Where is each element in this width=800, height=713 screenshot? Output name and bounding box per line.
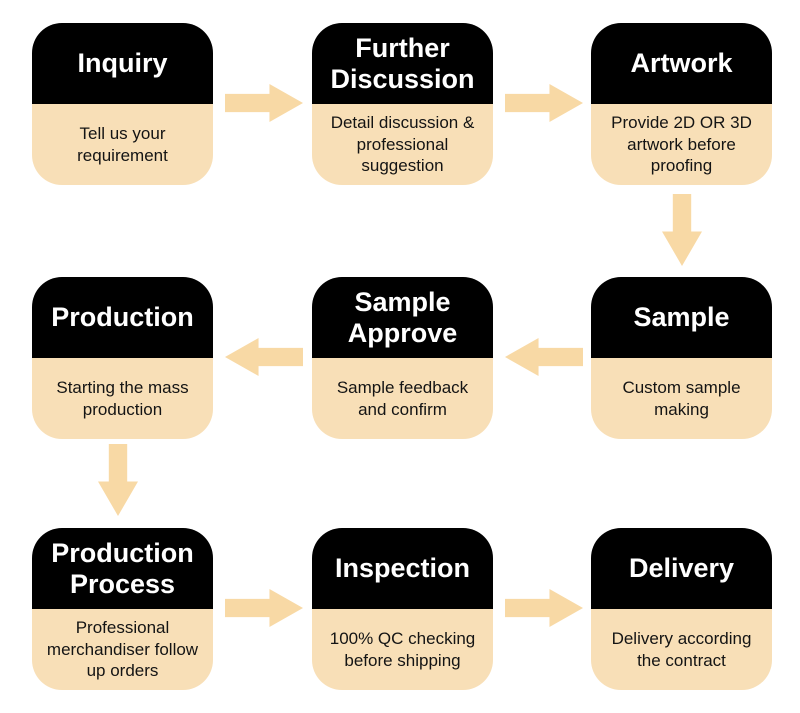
arrow-right-icon	[505, 589, 583, 627]
step-title: Sample	[633, 302, 730, 333]
step-title: Inspection	[334, 553, 470, 584]
step-title-panel: Production	[32, 277, 213, 358]
flow-step-inspection: Inspection 100% QC checking before shipp…	[312, 528, 493, 690]
arrow-right-icon	[225, 84, 303, 122]
arrow-down-icon	[662, 194, 702, 266]
arrow-left-icon	[225, 338, 303, 376]
step-title-panel: Inspection	[312, 528, 493, 609]
arrow-down-icon	[98, 444, 138, 516]
step-title-panel: Sample Approve	[312, 277, 493, 358]
step-title: Inquiry	[77, 48, 168, 79]
step-title-panel: Further Discussion	[312, 23, 493, 104]
step-title: Sample Approve	[347, 287, 458, 348]
step-description: Tell us your requirement	[77, 123, 168, 165]
flow-step-sample-approve: Sample Approve Sample feedback and confi…	[312, 277, 493, 439]
step-title: Production	[51, 302, 194, 333]
step-description: Detail discussion & professional suggest…	[330, 112, 475, 176]
arrow-right-icon	[505, 84, 583, 122]
flow-step-sample: Sample Custom sample making	[591, 277, 772, 439]
step-description: 100% QC checking before shipping	[329, 628, 476, 670]
step-title-panel: Delivery	[591, 528, 772, 609]
step-description: Sample feedback and confirm	[336, 377, 469, 419]
arrow-left-icon	[505, 338, 583, 376]
step-description-panel: Detail discussion & professional suggest…	[312, 104, 493, 185]
flow-step-inquiry: Inquiry Tell us your requirement	[32, 23, 213, 185]
flow-step-further-discussion: Further Discussion Detail discussion & p…	[312, 23, 493, 185]
step-description-panel: Professional merchandiser follow up orde…	[32, 609, 213, 690]
step-description-panel: Starting the mass production	[32, 358, 213, 439]
step-title-panel: Artwork	[591, 23, 772, 104]
arrow-right-icon	[225, 589, 303, 627]
step-title: Further Discussion	[330, 33, 475, 94]
step-description: Provide 2D OR 3D artwork before proofing	[611, 112, 752, 176]
step-description-panel: Provide 2D OR 3D artwork before proofing	[591, 104, 772, 185]
flow-step-production-process: Production Process Professional merchand…	[32, 528, 213, 690]
flow-step-production: Production Starting the mass production	[32, 277, 213, 439]
step-title-panel: Sample	[591, 277, 772, 358]
step-title: Delivery	[628, 553, 735, 584]
step-description: Starting the mass production	[56, 377, 189, 419]
flow-step-delivery: Delivery Delivery according the contract	[591, 528, 772, 690]
step-title-panel: Production Process	[32, 528, 213, 609]
step-title-panel: Inquiry	[32, 23, 213, 104]
step-description-panel: Sample feedback and confirm	[312, 358, 493, 439]
step-description-panel: Delivery according the contract	[591, 609, 772, 690]
flow-step-artwork: Artwork Provide 2D OR 3D artwork before …	[591, 23, 772, 185]
step-title: Artwork	[630, 48, 733, 79]
step-description: Custom sample making	[622, 377, 741, 419]
step-description-panel: Custom sample making	[591, 358, 772, 439]
step-description-panel: 100% QC checking before shipping	[312, 609, 493, 690]
step-title: Production Process	[51, 538, 194, 599]
step-description: Delivery according the contract	[611, 628, 752, 670]
step-description: Professional merchandiser follow up orde…	[46, 617, 199, 681]
step-description-panel: Tell us your requirement	[32, 104, 213, 185]
